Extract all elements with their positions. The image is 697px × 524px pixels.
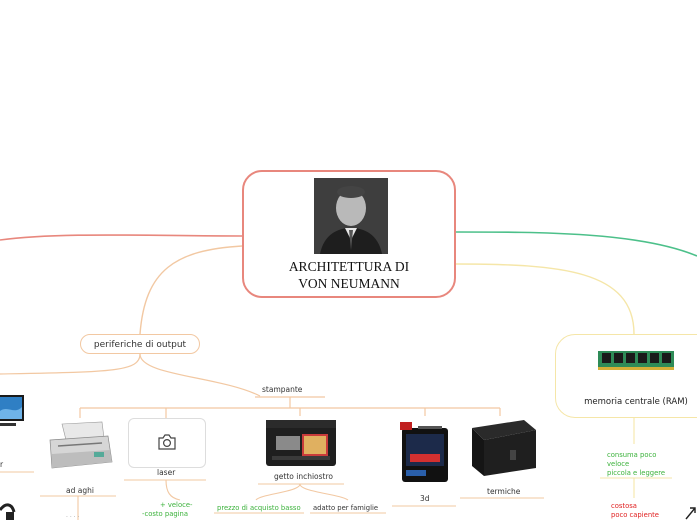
laser-image-placeholder[interactable] [128,418,206,468]
central-title-line1: ARCHITETTURA DI [244,258,454,275]
inkjet-label[interactable]: getto inchiostro [274,472,333,481]
laser-note-1: + veloce- [160,501,192,510]
laser-note-2: -costo pagina [142,510,188,519]
central-title-line2: VON NEUMANN [244,275,454,292]
arrow-icon [684,505,697,520]
dot-matrix-printer-image [42,418,116,476]
ram-pro-3: piccola e leggere [607,469,665,478]
headphones-icon [0,500,16,520]
thermal-printer-label[interactable]: termiche [487,487,520,496]
ram-pro-1: consuma poco [607,451,656,460]
central-title: ARCHITETTURA DI VON NEUMANN [244,258,454,292]
ram-node[interactable]: memoria centrale (RAM) [555,334,697,418]
camera-icon [157,433,177,451]
central-topic[interactable]: ARCHITETTURA DI VON NEUMANN [242,170,456,298]
3d-printer-label[interactable]: 3d [420,494,430,503]
thermal-printer-image [464,416,540,480]
ram-pro-2: veloce [607,460,629,469]
ram-label: memoria centrale (RAM) [556,397,697,407]
monitor-image [0,393,26,433]
3d-printer-image [396,418,452,488]
ram-con-2: poco capiente [611,511,659,520]
dot-matrix-label[interactable]: ad aghi [66,486,94,495]
ram-con-1: costosa [611,502,637,511]
monitor-label: r [0,460,3,469]
inkjet-printer-image [262,416,340,470]
portrait-image [314,178,388,254]
printer-category-label[interactable]: stampante [262,385,302,394]
output-devices-node[interactable]: periferiche di output [80,334,200,354]
inkjet-family-note: adatto per famiglie [313,504,378,512]
laser-label[interactable]: laser [157,468,175,477]
inkjet-pro-note: prezzo di acquisto basso [217,504,301,513]
ram-module-image [598,349,674,371]
